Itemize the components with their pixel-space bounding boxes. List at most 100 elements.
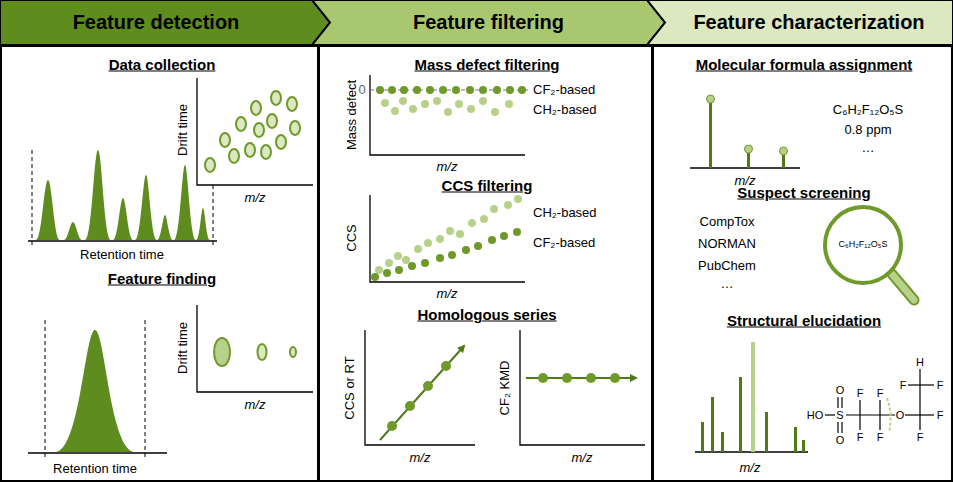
axis-title: m/z	[437, 160, 458, 174]
atom-label: O	[896, 409, 905, 421]
formula-spectrum-shape	[709, 100, 712, 168]
drift-plot-shape-shape	[251, 101, 261, 115]
homologous-plots-shape	[538, 373, 620, 383]
chevron-outline	[647, 0, 953, 45]
extracted-peak-shape	[145, 320, 146, 458]
stage-chevron: Feature detection	[0, 0, 330, 45]
mass-defect-plot-shape-shape	[455, 100, 463, 108]
axis-title: Drift time	[176, 322, 190, 374]
structure-bonds-shape	[825, 414, 835, 415]
formula-spectrum-shape-shape	[745, 145, 753, 153]
atom-label: F	[937, 379, 944, 391]
homologous-plots-shape-shape	[586, 373, 596, 383]
mass-defect-plot-shape-shape	[399, 97, 407, 105]
ccs-plot	[370, 195, 525, 282]
structure-bonds-shape	[841, 397, 842, 408]
atom-label: F	[877, 431, 884, 443]
stage-title: Feature characterization	[693, 11, 924, 34]
formula-spectrum-shape-shape	[780, 147, 788, 155]
axis-title: m/z	[410, 451, 431, 465]
mass-defect-plot-shape-shape	[409, 105, 417, 113]
mass-defect-plot-shape-shape	[413, 86, 421, 94]
feature-drift-plot-shape	[214, 338, 230, 366]
formula-spectrum	[690, 95, 800, 168]
plot-label: NORMAN	[698, 237, 756, 251]
mass-defect-plot-shape-shape	[491, 108, 499, 116]
drift-plot-shape-shape	[245, 143, 255, 157]
homologous-plots-shape-shape	[387, 421, 397, 431]
drift-plot-shape-shape	[229, 149, 239, 163]
drift-plot-shape-shape	[205, 158, 215, 172]
homologous-plots-shape-shape	[610, 373, 620, 383]
section-title: Feature finding	[108, 270, 216, 287]
ms2-spectrum	[695, 342, 808, 452]
ccs-plot-shape-shape	[446, 227, 454, 235]
mass-defect-plot-shape-shape	[439, 86, 447, 94]
ccs-plot-shape-shape	[402, 256, 410, 264]
atom-label: O	[836, 434, 845, 446]
ccs-plot-shape-shape	[371, 273, 379, 281]
series-label: CH₂-based	[533, 206, 597, 220]
mass-defect-plot-shape-shape	[381, 99, 389, 107]
mass-defect-plot	[370, 75, 528, 155]
stage-panel: Data collectionFeature finding	[0, 45, 319, 482]
ccs-plot-shape-shape	[448, 251, 456, 259]
atom-label: HO	[807, 409, 824, 421]
axis-title: m/z	[437, 287, 458, 301]
mass-defect-plot-shape-shape	[426, 86, 434, 94]
structure-bonds	[825, 369, 934, 433]
structure-bonds-shape	[841, 422, 842, 433]
mass-defect-plot-shape-shape	[506, 86, 514, 94]
plot-label: CompTox	[700, 215, 755, 229]
homologous-plots-shape-shape	[405, 401, 415, 411]
series-label: CF₂-based	[533, 83, 595, 97]
drift-plot-shape-shape	[254, 123, 264, 137]
ccs-plot-shape	[375, 195, 522, 274]
structure-bonds-shape	[837, 397, 838, 408]
mass-defect-plot-shape-shape	[421, 100, 429, 108]
mass-defect-plot-shape-shape	[391, 107, 399, 115]
mass-defect-plot-shape	[370, 75, 525, 155]
ms2-spectrum-shape-shape	[701, 422, 704, 452]
homologous-plots-shape	[380, 346, 464, 440]
drift-plot-shape-shape	[287, 97, 297, 111]
axis-title: CCS or RT	[343, 356, 357, 419]
mass-defect-plot-shape-shape	[479, 97, 487, 105]
structure-bonds-shape	[919, 369, 920, 385]
mass-defect-plot-shape-shape	[388, 86, 396, 94]
ccs-plot-shape-shape	[385, 259, 393, 267]
homologous-plots-shape-shape	[441, 361, 451, 371]
homologous-plots-shape-shape	[538, 373, 548, 383]
homologous-plots-shape	[520, 330, 645, 445]
mass-defect-plot-shape-shape	[467, 105, 475, 113]
ms2-spectrum-shape-shape	[739, 377, 742, 452]
atom-label: O	[836, 384, 845, 396]
structure-bonds-shape	[846, 414, 895, 415]
ms2-spectrum-shape-shape	[802, 440, 805, 452]
ms2-spectrum-shape-shape	[711, 397, 714, 452]
drift-plot-shape	[205, 91, 300, 172]
magnifier-icon-shape	[892, 274, 914, 300]
ccs-plot-shape-shape	[490, 205, 498, 213]
plot-label: Retention time	[80, 248, 164, 262]
plot-label: …	[862, 141, 875, 155]
ccs-plot-shape-shape	[504, 201, 512, 209]
atom-label: H	[916, 356, 924, 368]
ccs-plot-shape-shape	[421, 259, 429, 267]
chromatogram-shape	[30, 150, 215, 240]
ccs-plot-shape-shape	[514, 195, 522, 203]
extracted-peak-shape	[28, 452, 167, 454]
ccs-plot-shape	[371, 228, 521, 281]
drift-plot-shape-shape	[236, 117, 246, 131]
feature-drift-plot-shape	[258, 344, 267, 360]
drift-plot-shape-shape	[220, 133, 230, 147]
formula-label: C₆H₂F₁₂O₅S	[839, 240, 888, 250]
drift-plot	[197, 76, 313, 185]
atom-label: F	[877, 387, 884, 399]
magnifier-icon	[825, 207, 914, 300]
mass-defect-plot-shape-shape	[505, 100, 513, 108]
formula-spectrum-shape	[707, 95, 788, 155]
axis-title: CF₂ KMD	[498, 361, 512, 416]
axis-title: CCS	[345, 224, 359, 251]
mass-defect-plot-shape-shape	[400, 86, 408, 94]
